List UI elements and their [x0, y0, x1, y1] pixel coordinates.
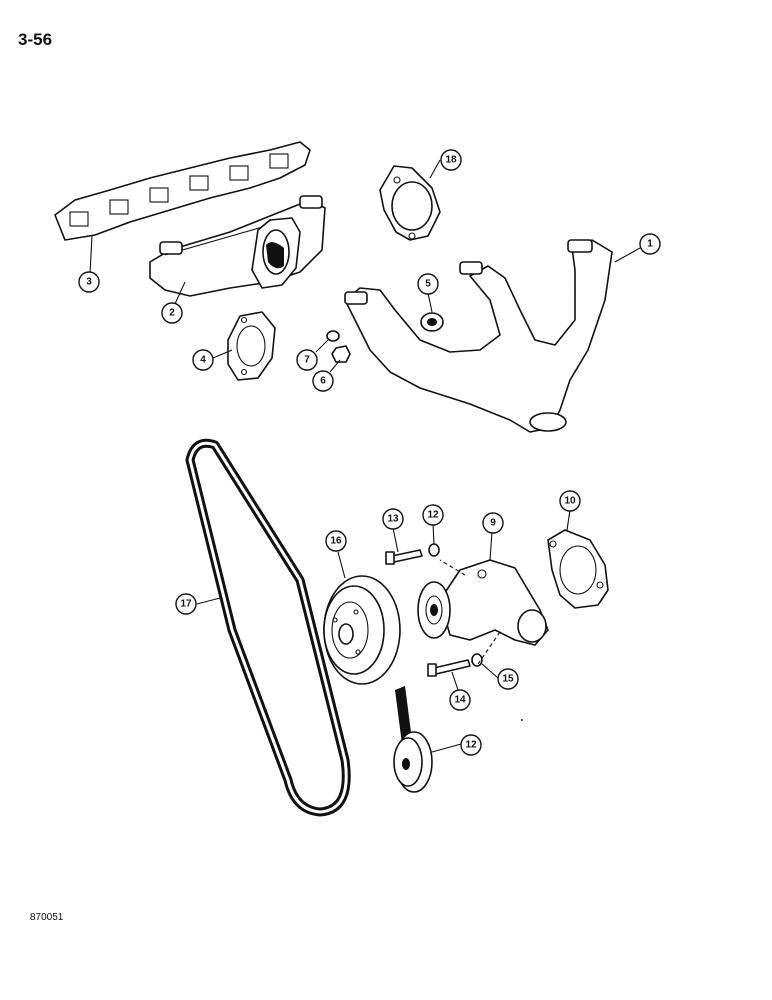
callout-6: 6	[312, 370, 334, 392]
callout-1: 1	[639, 233, 661, 255]
exhaust-manifold-part	[149, 195, 326, 297]
callout-5: 5	[417, 273, 439, 295]
callout-13: 13	[382, 508, 404, 530]
svg-text:10: 10	[564, 496, 576, 507]
callout-10: 10	[559, 490, 581, 512]
pump-gasket-part	[547, 529, 609, 609]
hub-part	[393, 731, 433, 793]
svg-text:7: 7	[304, 355, 310, 366]
outlet-flange-part	[379, 165, 441, 241]
svg-text:14: 14	[454, 695, 466, 706]
svg-text:13: 13	[387, 514, 399, 525]
svg-text:3: 3	[86, 277, 92, 288]
svg-text:12: 12	[465, 740, 477, 751]
leader-lines	[89, 159, 641, 753]
drive-belt-part	[185, 438, 351, 817]
callout-15: 15	[497, 668, 519, 690]
svg-text:16: 16	[330, 536, 342, 547]
page-number: 3-56	[18, 30, 53, 49]
callout-4: 4	[192, 349, 214, 371]
svg-text:9: 9	[490, 518, 496, 529]
svg-text:6: 6	[320, 376, 326, 387]
crankshaft-pulley-part	[323, 575, 412, 744]
flange-gasket-part	[227, 311, 276, 381]
callout-12-lower: 12	[460, 734, 482, 756]
print-speck	[521, 719, 523, 721]
callout-12-upper: 12	[422, 504, 444, 526]
manifold-gasket-part	[54, 141, 311, 241]
svg-text:1: 1	[647, 239, 653, 250]
callout-2: 2	[161, 302, 183, 324]
callout-14: 14	[449, 689, 471, 711]
figure-code: 870051	[30, 912, 64, 923]
svg-text:4: 4	[200, 355, 206, 366]
svg-text:12: 12	[427, 510, 439, 521]
washer-and-nut-parts	[326, 330, 351, 363]
plug-part	[420, 312, 444, 332]
svg-text:5: 5	[425, 279, 431, 290]
callout-7: 7	[296, 349, 318, 371]
callout-17: 17	[175, 593, 197, 615]
bolt-parts	[385, 549, 471, 677]
callout-3: 3	[78, 271, 100, 293]
callout-9: 9	[482, 512, 504, 534]
svg-text:15: 15	[502, 674, 514, 685]
water-pump-part	[417, 559, 549, 665]
svg-text:18: 18	[445, 155, 457, 166]
callout-18: 18	[440, 149, 462, 171]
svg-text:17: 17	[180, 599, 192, 610]
callout-16: 16	[325, 530, 347, 552]
exhaust-y-pipe-part	[344, 239, 613, 433]
svg-text:2: 2	[169, 308, 175, 319]
